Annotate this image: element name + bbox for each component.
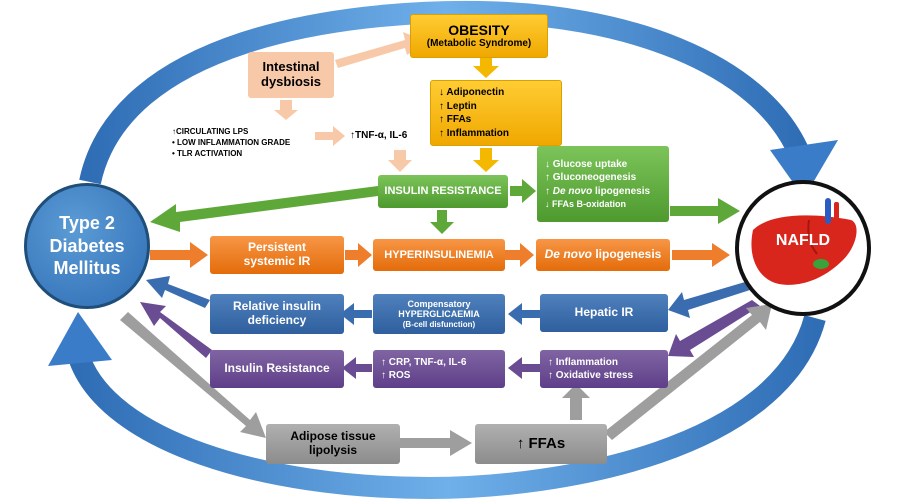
hepatic-effect-1: ↓ Glucose uptake [545, 158, 628, 170]
arrow-crp-to-ir [342, 357, 372, 379]
arrow-ffas-to-inflammation [562, 384, 590, 420]
comp-line2: HYPERGLICAEMIA [398, 309, 480, 320]
liver-icon [751, 198, 857, 285]
arrow-relative-to-t2dm [146, 276, 210, 308]
arrow-adipose-to-ffas [400, 430, 472, 456]
adipokine-3: ↑ FFAs [439, 114, 472, 125]
purple-ir-label: Insulin Resistance [224, 361, 330, 376]
crp-ros-box: ↑ CRP, TNF-α, IL-6 ↑ ROS [373, 350, 505, 388]
arrow-lipo-to-nafld [672, 243, 730, 267]
arrow-lps-to-tnf [315, 126, 345, 146]
arrow-ir-to-t2dm [150, 186, 378, 232]
arrow-dysbiosis-to-lps [274, 100, 298, 120]
lps-line1: ↑CIRCULATING LPS [172, 127, 249, 136]
lps-line2: • LOW INFLAMMATION GRADE [172, 137, 291, 147]
obesity-box: OBESITY (Metabolic Syndrome) [410, 14, 548, 58]
arrow-ffas-to-nafld [604, 304, 772, 440]
comp-line3: (B-cell disfunction) [402, 319, 476, 329]
t2dm-line2: Diabetes [49, 235, 125, 256]
arrow-dysbiosis-to-obesity [335, 32, 428, 68]
relative-def-line1: Relative insulin [232, 299, 322, 314]
systemic-ir-line2: systemic IR [243, 254, 311, 268]
lps-text: ↑CIRCULATING LPS • LOW INFLAMMATION GRAD… [172, 127, 290, 159]
ffas-box: ↑ FFAs [475, 424, 607, 464]
cycle-arrow-top [79, 0, 811, 185]
adipose-line1: Adipose tissue [290, 429, 376, 444]
inflammation-stress-box: ↑ Inflammation ↑ Oxidative stress [540, 350, 668, 388]
type2-diabetes-circle: Type 2 Diabetes Mellitus [24, 183, 150, 309]
hepatic-effect-2: ↑ Gluconeogenesis [545, 172, 637, 184]
adipokines-box: ↓ Adiponectin ↑ Leptin ↑ FFAs ↑ Inflamma… [430, 80, 562, 146]
adipose-line2: lipolysis [308, 443, 358, 457]
cycle-arrow-bottom [69, 314, 826, 500]
compensatory-hyperglicaemia-box: Compensatory HYPERGLICAEMIA (B-cell disf… [373, 294, 505, 334]
insulin-resistance-box: INSULIN RESISTANCE [378, 175, 508, 208]
dysbiosis-line2: dysbiosis [261, 74, 321, 89]
arrow-hepatic-to-comp [508, 303, 540, 325]
hepatic-effects-box: ↓ Glucose uptake ↑ Gluconeogenesis ↑ De … [537, 146, 669, 222]
adipokine-4: ↑ Inflammation [439, 127, 510, 139]
persistent-systemic-ir-box: Persistent systemic IR [210, 236, 344, 274]
lipogenesis-label: De novo lipogenesis [544, 247, 662, 262]
crp-line2: ↑ ROS [381, 370, 411, 381]
hepatic-ir-box: Hepatic IR [540, 294, 668, 332]
systemic-ir-line1: Persistent [247, 240, 307, 255]
de-novo-lipogenesis-box: De novo lipogenesis [536, 239, 670, 271]
nafld-label: NAFLD [775, 232, 831, 249]
arrow-obesity-to-adipokines [473, 58, 499, 78]
obesity-title: OBESITY [448, 22, 510, 39]
adipokine-1: ↓ Adiponectin [439, 87, 505, 98]
arrow-comp-to-relative [340, 303, 372, 325]
relative-def-line2: deficiency [247, 313, 307, 327]
lps-line3: • TLR ACTIVATION [172, 148, 243, 158]
arrow-ir-to-hepatic [510, 179, 536, 203]
crp-line1: ↑ CRP, TNF-α, IL-6 [381, 356, 467, 368]
hepatic-effect-4: ↓ FFAs B-oxidation [545, 199, 626, 210]
adipokine-2: ↑ Leptin [439, 100, 477, 112]
arrow-t2dm-to-adipose [120, 312, 266, 438]
hepatic-effect-3: ↑ De novo lipogenesis [545, 185, 651, 197]
insulin-resistance-purple-box: Insulin Resistance [210, 350, 344, 388]
infl-line2: ↑ Oxidative stress [548, 370, 634, 381]
dysbiosis-line1: Intestinal [262, 59, 320, 75]
infl-line1: ↑ Inflammation [548, 356, 619, 368]
arrow-nafld-to-hepatic-ir [668, 282, 750, 318]
hyperinsulinemia-box: HYPERINSULINEMIA [373, 239, 505, 271]
cycle-arrowhead-bottom [48, 312, 112, 366]
arrow-t2dm-to-systemic [150, 242, 208, 268]
obesity-subtitle: (Metabolic Syndrome) [426, 38, 532, 50]
hyperinsulinemia-label: HYPERINSULINEMIA [384, 248, 494, 261]
cycle-arrowhead-top [770, 140, 838, 198]
tnf-il6-label: ↑TNF-α, IL-6 [350, 130, 408, 141]
arrow-ir-to-t2dm-purple [140, 302, 212, 358]
arrow-hyper-to-lipo [505, 243, 534, 267]
arrow-tnf-to-ir [388, 150, 412, 172]
arrow-systemic-to-hyper [345, 243, 372, 267]
t2dm-line3: Mellitus [53, 258, 121, 279]
dysbiosis-box: Intestinal dysbiosis [248, 52, 334, 98]
arrow-nafld-to-inflammation [668, 300, 760, 357]
arrow-hepatic-to-nafld [670, 198, 740, 224]
arrow-inflammation-to-crp [508, 357, 540, 379]
arrow-ir-to-hyperinsulinemia [430, 210, 454, 234]
nafld-circle: NAFLD [735, 180, 871, 316]
arrow-adipokines-to-ir [473, 148, 499, 172]
t2dm-line1: Type 2 [59, 213, 115, 234]
comp-line1: Compensatory [407, 299, 471, 310]
insulin-resistance-label: INSULIN RESISTANCE [384, 185, 502, 198]
adipose-lipolysis-box: Adipose tissue lipolysis [266, 424, 400, 464]
ffas-label: ↑ FFAs [516, 435, 566, 453]
relative-insulin-deficiency-box: Relative insulin deficiency [210, 294, 344, 334]
hepatic-ir-label: Hepatic IR [574, 305, 634, 320]
